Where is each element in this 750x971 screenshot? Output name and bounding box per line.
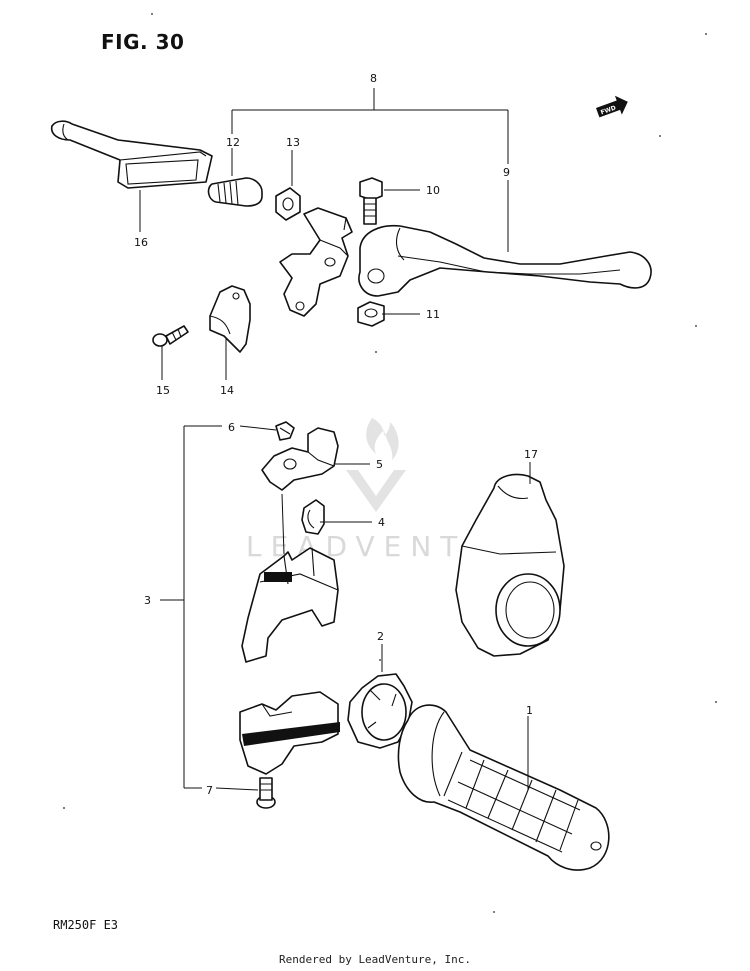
part-16-lever-cover [50, 120, 213, 189]
model-code: RM250F E3 [53, 918, 119, 932]
callout-2: 2 [377, 630, 384, 643]
callout-14: 14 [220, 384, 234, 397]
callout-9: 9 [503, 166, 510, 179]
callout-3: 3 [144, 594, 151, 607]
callout-17: 17 [524, 448, 538, 461]
callout-bracket-3 [160, 425, 222, 789]
part-lever-holder [279, 207, 353, 317]
part-switch-housing-lower [239, 691, 340, 775]
callout-12: 12 [226, 136, 240, 149]
callout-4: 4 [378, 516, 385, 529]
callout-15: 15 [156, 384, 170, 397]
part-13-lock-nut [275, 187, 301, 221]
part-11-nut [357, 301, 385, 327]
callout-5: 5 [376, 458, 383, 471]
callout-7: 7 [206, 784, 213, 797]
part-9-clutch-lever [358, 224, 652, 297]
part-3-switch-housing [241, 547, 339, 663]
part-12-cable-adjuster [207, 177, 263, 207]
callout-13: 13 [286, 136, 300, 149]
figure-title: FIG. 30 [101, 30, 185, 54]
leader-lines [139, 148, 531, 791]
callout-bracket-8 [231, 88, 509, 164]
callout-labels: 8 12 13 9 10 16 11 15 14 6 17 5 4 3 2 1 … [134, 72, 538, 797]
part-5-switch-upper [261, 427, 339, 491]
fwd-arrow-icon: FWD [596, 95, 628, 118]
part-17-throttle-housing [455, 473, 565, 657]
callout-6: 6 [228, 421, 235, 434]
callout-10: 10 [426, 184, 440, 197]
part-7-switch-screw [256, 777, 276, 809]
part-6-switch-screw [275, 421, 295, 441]
part-1-grip [397, 704, 610, 871]
callout-8: 8 [370, 72, 377, 85]
callout-1: 1 [526, 704, 533, 717]
part-10-pivot-bolt [359, 177, 383, 225]
footer-credit: Rendered by LeadVenture, Inc. [278, 953, 472, 966]
callout-16: 16 [134, 236, 148, 249]
callout-11: 11 [426, 308, 440, 321]
part-4-switch-spacer [301, 499, 325, 535]
fwd-label: FWD [600, 104, 617, 116]
part-14-lever-clamp [209, 285, 251, 353]
part-15-clamp-screw [152, 325, 189, 347]
scan-speckles [63, 13, 717, 913]
